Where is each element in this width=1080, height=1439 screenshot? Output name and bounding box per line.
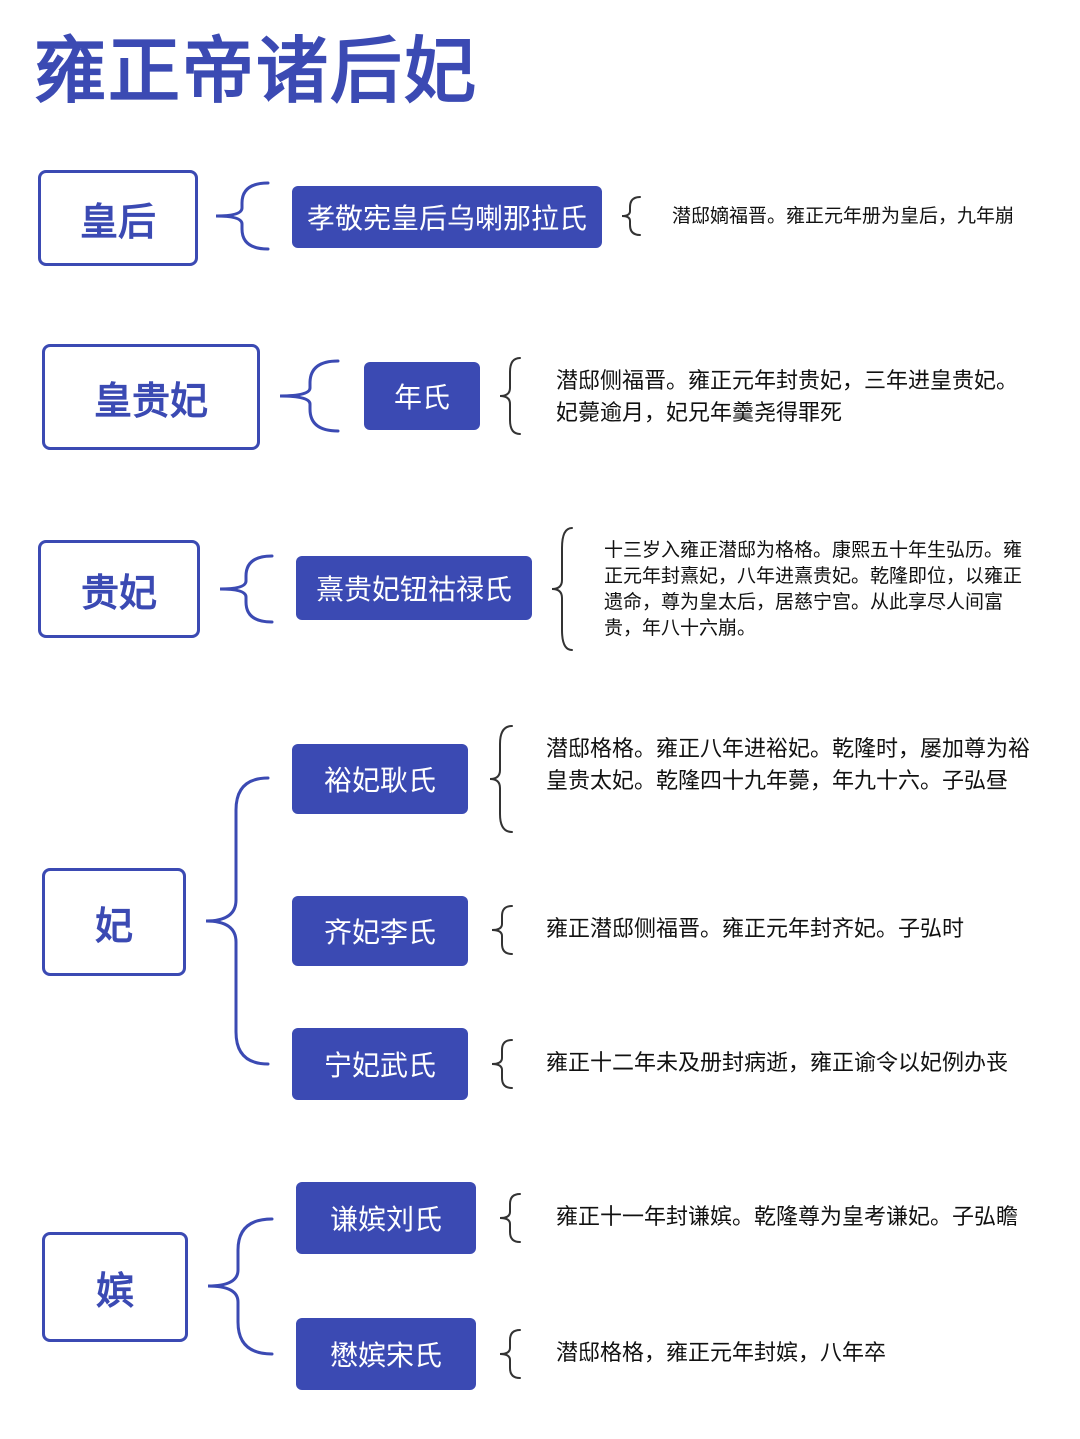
consort-node-wu: 宁妃武氏 — [292, 1028, 468, 1100]
consort-desc-li: 雍正潜邸侧福晋。雍正元年封齐妃。子弘时 — [546, 917, 965, 942]
consort-desc-wulanara: 潜邸嫡福晋。雍正元年册为皇后，九年崩 — [672, 205, 1015, 227]
consort-node-wulanara: 孝敬宪皇后乌喇那拉氏 — [292, 186, 602, 248]
rank-brace-2 — [279, 359, 340, 433]
consort-desc-wu: 雍正十二年未及册封病逝，雍正谕令以妃例办丧 — [546, 1051, 1009, 1076]
desc-brace-1 — [621, 196, 641, 236]
consort-desc-nian: 潜邸侧福晋。雍正元年封贵妃，三年进皇贵妃。妃薨逾月，妃兄年羹尧得罪死 — [556, 369, 1019, 426]
consort-node-li: 齐妃李氏 — [292, 896, 468, 966]
consort-node-geng: 裕妃耿氏 — [292, 744, 468, 814]
desc-brace-2 — [499, 357, 521, 435]
consort-desc-song: 潜邸格格，雍正元年封嫔，八年卒 — [556, 1341, 887, 1366]
rank-box-noble-consort: 贵妃 — [38, 540, 200, 638]
consort-desc-liu: 雍正十一年封谦嫔。乾隆尊为皇考谦妃。子弘瞻 — [556, 1205, 1019, 1230]
rank-brace-3 — [219, 554, 274, 624]
desc-brace-4 — [489, 725, 513, 833]
rank-brace-5 — [207, 1217, 274, 1356]
rank-box-imperial-noble-consort: 皇贵妃 — [42, 344, 260, 450]
rank-box-concubine: 嫔 — [42, 1232, 188, 1342]
rank-box-consort: 妃 — [42, 868, 186, 976]
desc-brace-3 — [551, 527, 573, 651]
desc-brace-8 — [499, 1329, 521, 1379]
page-title: 雍正帝诸后妃 — [34, 29, 479, 113]
desc-brace-5 — [491, 905, 513, 955]
consort-node-song: 懋嫔宋氏 — [296, 1318, 476, 1390]
rank-box-empress: 皇后 — [38, 170, 198, 266]
rank-brace-4 — [205, 776, 270, 1066]
consort-node-nian: 年氏 — [364, 362, 480, 430]
consort-node-niohuru: 熹贵妃钮祜禄氏 — [296, 556, 532, 620]
consort-desc-geng: 潜邸格格。雍正八年进裕妃。乾隆时，屡加尊为裕皇贵太妃。乾隆四十九年薨，年九十六。… — [546, 737, 1031, 794]
consort-desc-niohuru: 十三岁入雍正潜邸为格格。康熙五十年生弘历。雍正元年封熹妃，八年进熹贵妃。乾隆即位… — [604, 539, 1023, 639]
consort-node-liu: 谦嫔刘氏 — [296, 1182, 476, 1254]
desc-brace-6 — [491, 1039, 513, 1089]
rank-brace-1 — [215, 181, 270, 251]
desc-brace-7 — [499, 1193, 521, 1243]
